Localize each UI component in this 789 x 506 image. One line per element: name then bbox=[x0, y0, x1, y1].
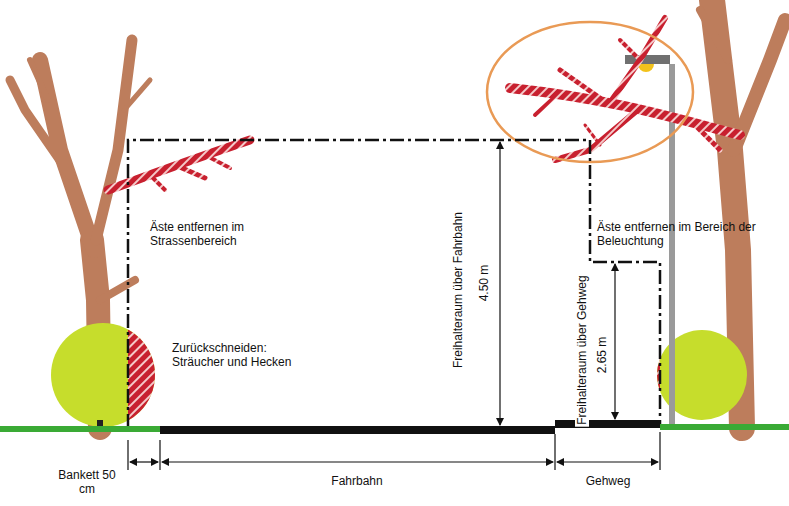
dimension-label: Freihalteraum über Gehweg bbox=[575, 273, 589, 426]
verge bbox=[660, 424, 789, 430]
sidewalk bbox=[555, 420, 660, 428]
note-label: Äste entfernen im Strassenbereich bbox=[150, 220, 300, 248]
branch-to-remove bbox=[108, 140, 250, 190]
dimension-label: Gehweg bbox=[568, 474, 648, 488]
dimension-label: Fahrbahn bbox=[307, 474, 407, 488]
roadway bbox=[160, 426, 555, 434]
dimension-line bbox=[128, 432, 660, 470]
dimension-label: Freihalteraum über Fahrbahn bbox=[451, 210, 465, 370]
note-label: Zurückschneiden: Sträucher und Hecken bbox=[172, 341, 312, 369]
dimension-line bbox=[614, 264, 615, 419]
note-label: Äste entfernen im Bereich der Beleuchtun… bbox=[597, 220, 785, 248]
dimension-line bbox=[499, 142, 500, 425]
dimension-value: 2.65 m bbox=[595, 335, 609, 376]
lamp-head bbox=[625, 55, 670, 64]
verge bbox=[0, 426, 160, 432]
dimension-label: Bankett 50 cm bbox=[50, 468, 124, 496]
dimension-value: 4.50 m bbox=[477, 263, 491, 304]
clearance-outline bbox=[128, 140, 660, 428]
left-shrub bbox=[51, 323, 155, 427]
branch-to-remove bbox=[510, 18, 740, 160]
shrub-cut bbox=[128, 323, 155, 427]
